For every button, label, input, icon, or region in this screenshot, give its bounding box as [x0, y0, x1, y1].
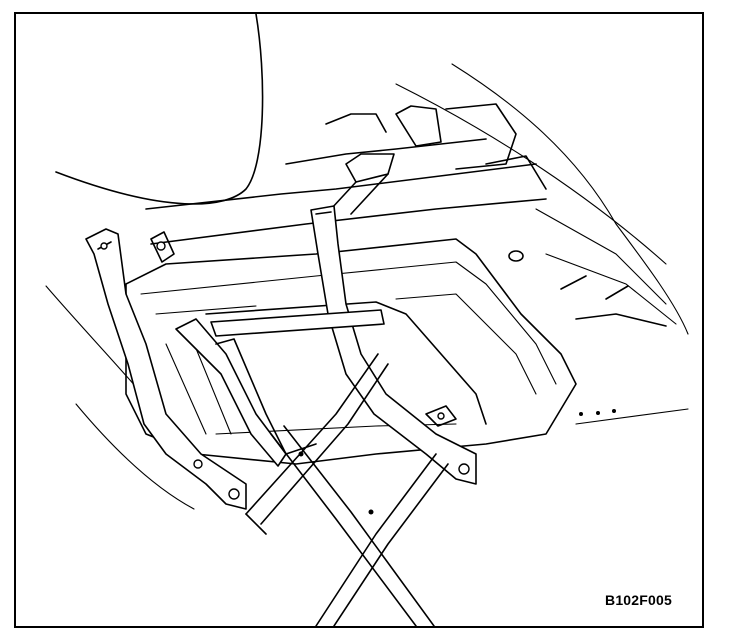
fuel-tank-strap-illustration: [45, 14, 689, 626]
right-bracket: [425, 405, 457, 427]
body-panel: [45, 14, 689, 510]
diagram-frame: B102F005: [14, 12, 704, 628]
middle-strap: [310, 205, 477, 485]
support-bars: [215, 338, 449, 626]
floor-pan: [145, 103, 689, 425]
upper-left-bolt: [150, 231, 175, 263]
filler-bracket: [330, 153, 395, 215]
left-strap: [85, 228, 247, 510]
figure-code: B102F005: [605, 592, 672, 608]
